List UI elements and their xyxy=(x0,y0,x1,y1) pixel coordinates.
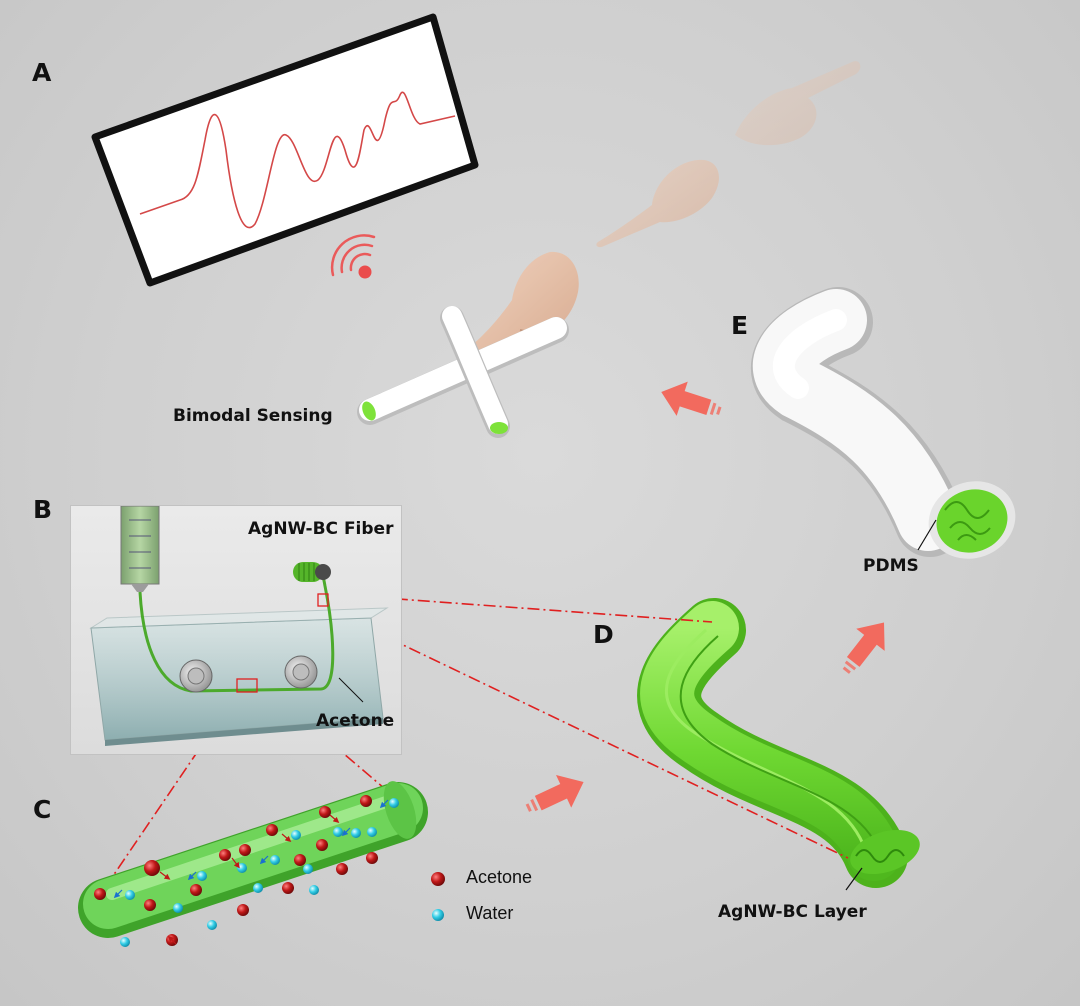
arrow-e-to-a xyxy=(661,381,722,416)
zoom-box-bath xyxy=(236,678,258,693)
arrow-c-to-d xyxy=(525,774,584,812)
crossed-fibers xyxy=(357,306,569,438)
bimodal-sensing-label: Bimodal Sensing xyxy=(173,406,333,426)
wireless-icon xyxy=(330,234,376,279)
rollers xyxy=(179,655,318,693)
acetone-bath-label: Acetone xyxy=(316,711,395,731)
fiber-spool xyxy=(293,562,331,582)
water-molecules xyxy=(120,798,399,947)
agnw-bc-fiber-label: AgNW-BC Fiber xyxy=(248,519,394,539)
legend-acetone-label: Acetone xyxy=(466,867,533,887)
panel-label-b: B xyxy=(33,495,53,524)
syringe xyxy=(120,505,160,592)
signal-monitor xyxy=(91,13,479,287)
panel-label-c: C xyxy=(33,795,52,824)
spinning-bath-inset xyxy=(70,505,402,755)
agnw-bc-bundle xyxy=(637,598,920,891)
legend-water-dot xyxy=(432,909,444,921)
acetone-molecules xyxy=(94,795,378,946)
spinning-bath-illustration xyxy=(89,505,389,746)
pdms-label: PDMS xyxy=(863,556,919,576)
zoom-box-fiber xyxy=(317,593,329,607)
legend-water-label: Water xyxy=(466,903,514,923)
panel-label-a: A xyxy=(32,58,52,87)
pdms-coated-fiber xyxy=(751,287,1016,559)
arrow-d-to-e xyxy=(842,622,885,674)
process-arrows xyxy=(525,381,885,812)
signal-waveform xyxy=(139,91,456,229)
panel-label-e: E xyxy=(731,311,749,340)
legend-acetone-dot xyxy=(431,872,445,886)
fiber-diffusion-diagram xyxy=(78,781,428,947)
panel-label-d: D xyxy=(593,620,614,649)
agnw-bc-layer-label: AgNW-BC Layer xyxy=(718,902,867,922)
